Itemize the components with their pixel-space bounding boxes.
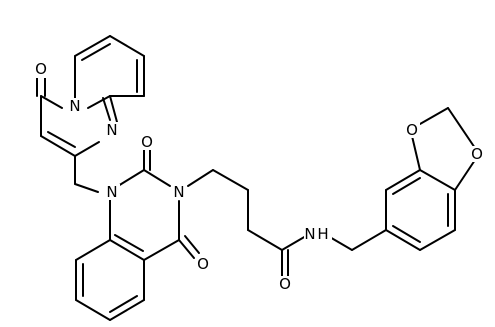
atom-n-pyrimidine: N [104,121,120,139]
bond-amide-cn [281,235,307,251]
bond-c4-o2-double [184,235,200,254]
atom-n1-quinazoline: N [104,183,120,201]
bond-n3-ca [187,169,214,187]
atom-o-c4: O [195,255,211,273]
bond-ch2-ar [351,229,387,251]
bond-o1-ch2 [419,107,449,125]
bond-c4a-c8a [109,239,145,261]
bond-c8a-c8 [75,239,111,261]
atom-o-c2-label: O [141,133,153,151]
benzodioxole-ring [385,107,476,251]
atom-n-bridge-label: N [69,97,80,115]
bond-c4-c4a [143,239,180,261]
bond-ar2 [419,229,456,251]
atom-o-c4-label: O [197,255,209,273]
atom-o-dioxole-left: O [404,121,420,139]
atom-o-c2: O [139,133,155,151]
bond-ch2-n [74,183,99,193]
bond-c2-n3 [143,169,171,187]
bond-n1-c9a [109,95,118,123]
bond-c6-c5-double [109,295,138,313]
bond-c4a-c8a-double [114,234,144,252]
atom-n-amide-label: N [304,225,315,243]
bond-c6-c7 [74,35,111,57]
pyridopyrimidinone-ring [36,35,145,193]
bond-c7-c6 [75,299,111,321]
bond-ar4 [419,169,456,191]
atom-o-amide-label: O [279,275,291,293]
bond-c4-o2 [178,239,195,259]
atom-o-pyridone-label: O [35,60,47,78]
atom-o-amide: O [277,275,293,293]
quinazolinedione-ring [75,149,200,321]
bond-ar1-double [392,225,421,243]
atom-n1-quinazoline-label: N [106,183,117,201]
bond-ar5-double [392,177,421,195]
bond-c2-n1 [74,141,100,157]
bond-ar-o2 [454,159,476,191]
atom-o-pyridone: O [31,60,47,78]
bond-ar-o1 [411,135,421,171]
bond-c6-c7-double [81,43,111,61]
atom-o-dioxole-right: O [469,145,485,163]
atom-h-amide-label: H [317,225,328,243]
atom-labels: O N N O N N O [31,60,485,293]
atom-o-dioxole-left-label: O [406,121,418,139]
bond-c7-c8 [109,35,145,57]
bond-ca-cb [212,169,249,191]
atom-n-amide: N H [304,225,332,243]
bond-c6-c5 [109,299,145,321]
bond-cc-cd [247,229,283,251]
bond-ar1 [385,229,421,251]
bond-ar5 [385,169,421,191]
atom-n3-quinazoline-label: N [173,183,184,201]
bond-ch2-o2 [447,107,476,149]
bond-c9a-nbridge [87,95,111,109]
atom-n-bridge: N [67,97,83,115]
bond-c4-nbridge [40,95,63,109]
bond-c3-c2 [40,135,76,157]
butanamide-chain [187,169,387,277]
bond-c3-c2-double [47,131,76,148]
atom-n3-quinazoline: N [171,183,187,201]
atom-o-dioxole-right-label: O [471,145,483,163]
bond-n1-c9a-double [102,97,111,121]
atom-n-pyrimidine-label: N [106,121,117,139]
bond-qn1-c2 [117,169,145,187]
